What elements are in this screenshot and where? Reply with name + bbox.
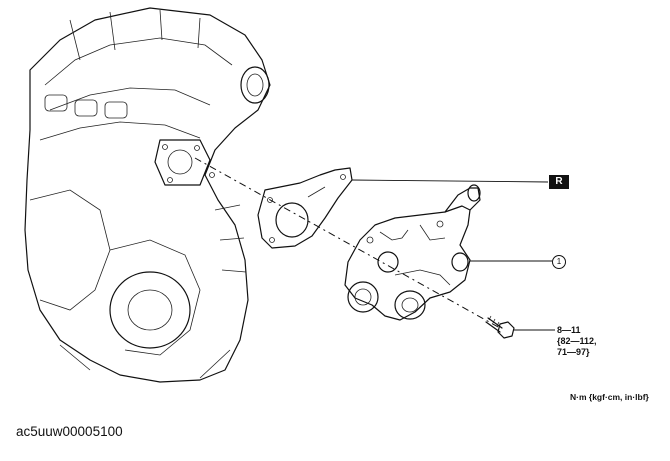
reference-mark-r: R [549, 175, 569, 189]
torque-spec-line-1: 8—11 [557, 325, 581, 335]
part-callout-1: 1 [552, 255, 566, 269]
alignment-centerline [194, 157, 501, 329]
document-id: ac5uuw00005100 [16, 424, 123, 439]
thermostat-housing-drawing [344, 184, 481, 321]
bolt-drawing [485, 315, 515, 339]
torque-units: N·m {kgf·cm, in·lbf} [570, 392, 649, 402]
torque-spec-line-2: {82—112, [557, 336, 597, 346]
torque-spec-line-3: 71—97} [557, 347, 590, 357]
gasket-drawing [257, 167, 353, 249]
reference-leader-line [351, 179, 549, 183]
torque-spec: 8—11 {82—112, 71—97} [557, 325, 597, 358]
engine-block-drawing [24, 7, 271, 383]
